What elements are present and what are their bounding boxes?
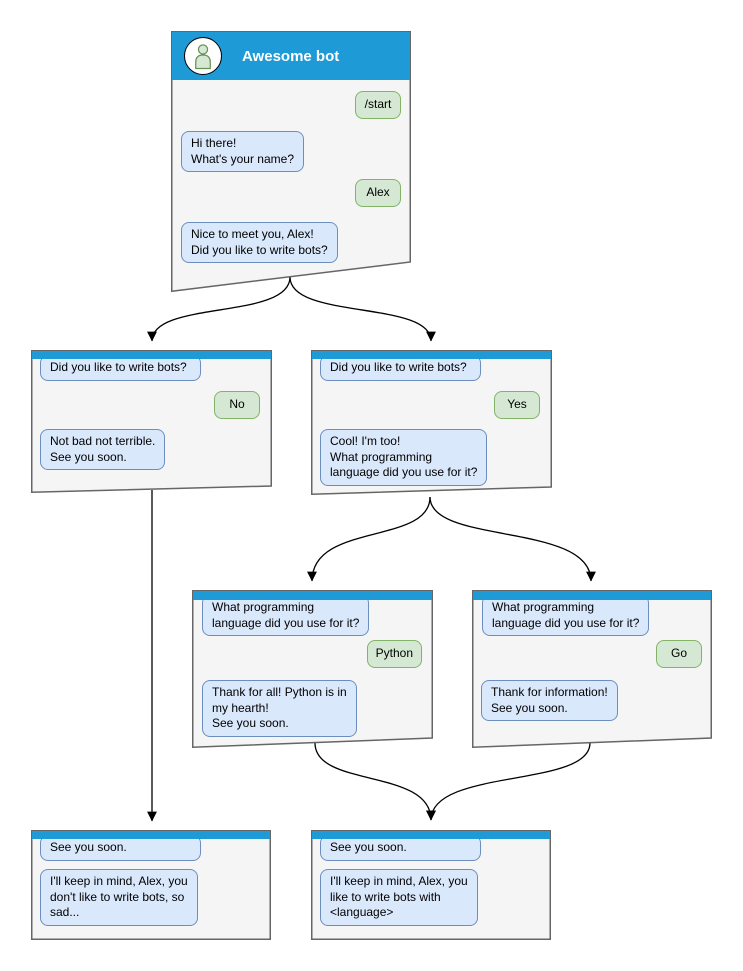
chat-window-end-no: See you soon. I'll keep in mind, Alex, y… xyxy=(31,830,271,940)
chat-window-branch-go: What programming language did you use fo… xyxy=(472,590,712,749)
chat-window-header xyxy=(312,831,550,839)
bot-message-bubble: Not bad not terrible. See you soon. xyxy=(40,429,166,470)
arrow-yes-to-go xyxy=(429,496,596,582)
user-message-bubble: Python xyxy=(366,640,422,668)
bot-message-bubble: Nice to meet you, Alex! Did you like to … xyxy=(181,222,338,263)
chat-window-branch-yes: Did you like to write bots? Yes Cool! I'… xyxy=(311,350,552,496)
chat-window-end-yes: See you soon. I'll keep in mind, Alex, y… xyxy=(311,830,551,940)
chat-window-header xyxy=(473,591,711,600)
arrow-yes-to-python xyxy=(307,496,431,582)
chat-window-header xyxy=(32,351,271,359)
bot-message-bubble: Thank for all! Python is in my hearth! S… xyxy=(202,680,357,737)
avatar xyxy=(184,37,222,75)
bot-title: Awesome bot xyxy=(242,47,340,65)
chat-window-header xyxy=(312,351,551,359)
chat-window-branch-no: Did you like to write bots? No Not bad n… xyxy=(31,350,272,494)
arrow-python-to-end xyxy=(314,742,436,821)
arrow-root-to-no xyxy=(147,276,291,342)
bot-question-bubble: What programming language did you use fo… xyxy=(482,595,650,636)
bot-message-bubble: Hi there! What's your name? xyxy=(181,131,305,172)
bot-message-bubble: Cool! I'm too! What programming language… xyxy=(320,429,488,486)
chat-window-branch-python: What programming language did you use fo… xyxy=(192,590,433,749)
arrow-root-to-yes xyxy=(289,276,436,342)
bot-question-bubble: Did you like to write bots? xyxy=(40,355,201,381)
chat-window-root: Awesome bot /start Hi there! What's your… xyxy=(171,31,411,293)
user-message-bubble: Go xyxy=(656,640,702,668)
user-message-bubble: Yes xyxy=(494,391,540,419)
bot-message-bubble: Thank for information! See you soon. xyxy=(481,680,618,721)
person-icon xyxy=(195,44,211,70)
user-message-bubble: No xyxy=(214,391,260,419)
chat-window-header xyxy=(32,831,270,839)
chat-window-header: Awesome bot xyxy=(172,32,410,80)
arrow-go-to-end xyxy=(426,742,591,821)
bot-message-bubble: I'll keep in mind, Alex, you don't like … xyxy=(40,869,198,926)
chat-window-header xyxy=(193,591,432,600)
bot-question-bubble: Did you like to write bots? xyxy=(320,355,481,381)
bot-message-bubble: I'll keep in mind, Alex, you like to wri… xyxy=(320,869,478,926)
bot-question-bubble: What programming language did you use fo… xyxy=(202,595,370,636)
user-message-bubble: /start xyxy=(355,91,401,119)
user-message-bubble: Alex xyxy=(355,179,401,207)
